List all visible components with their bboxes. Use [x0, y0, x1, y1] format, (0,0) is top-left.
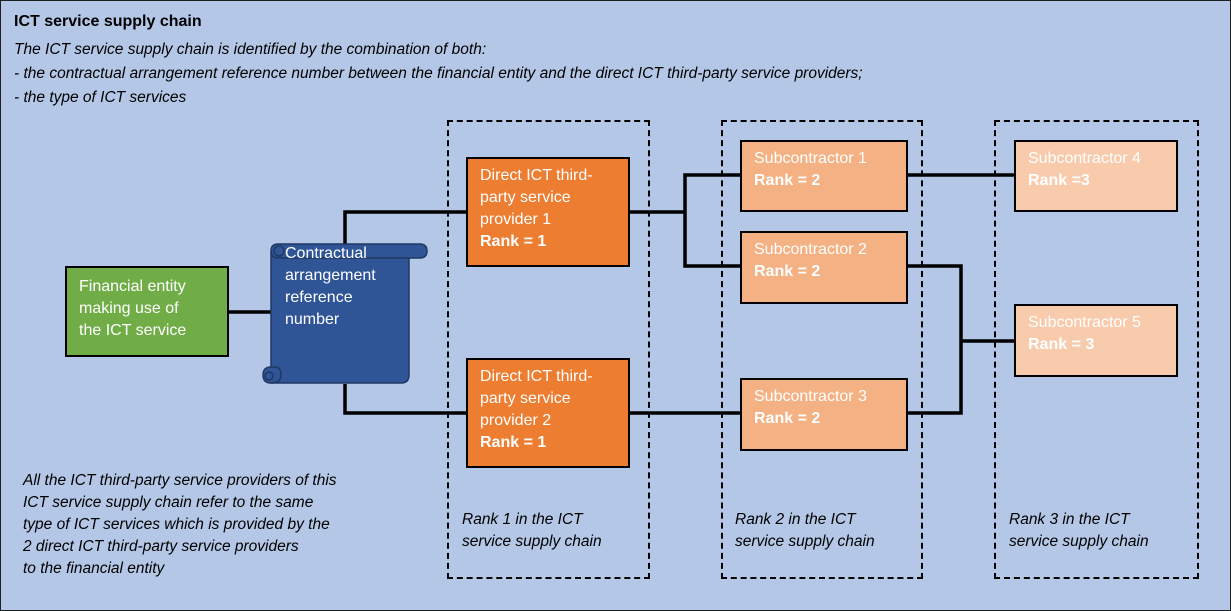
contract-scroll-icon — [262, 243, 428, 384]
subcontractor-3-box: Subcontractor 3 Rank = 2 — [740, 378, 908, 451]
subcontractor-4-box: Subcontractor 4 Rank =3 — [1014, 140, 1178, 212]
financial-entity-box: Financial entity making use of the ICT s… — [65, 266, 229, 357]
connector-p1-sub1-sub2 — [629, 173, 741, 268]
contract-text-line: arrangement — [285, 267, 376, 284]
intro-line: The ICT service supply chain is identifi… — [14, 41, 487, 58]
provider-line: Direct ICT third- — [480, 368, 593, 385]
financial-entity-line: Financial entity — [79, 278, 186, 295]
direct-provider-1-box: Direct ICT third- party service provider… — [466, 157, 630, 267]
subcontractor-name: Subcontractor 2 — [754, 241, 867, 258]
rank-label-line: service supply chain — [735, 533, 875, 550]
rank-label-line: service supply chain — [462, 533, 602, 550]
provider-line: Direct ICT third- — [480, 167, 593, 184]
footnote-line: 2 direct ICT third-party service provide… — [23, 538, 299, 555]
diagram-title: ICT service supply chain — [14, 13, 202, 30]
rank3-label: Rank 3 in the ICT service supply chain — [1009, 509, 1149, 553]
contract-text-line: reference — [285, 289, 353, 306]
subcontractor-rank: Rank = 2 — [754, 172, 821, 189]
subcontractor-1-box: Subcontractor 1 Rank = 2 — [740, 140, 908, 212]
contract-text-line: Contractual — [285, 245, 367, 262]
rank1-label: Rank 1 in the ICT service supply chain — [462, 509, 602, 553]
rank-label-line: Rank 1 in the ICT — [462, 511, 583, 528]
subcontractor-2-box: Subcontractor 2 Rank = 2 — [740, 231, 908, 304]
rank-label-line: service supply chain — [1009, 533, 1149, 550]
rank-label-line: Rank 2 in the ICT — [735, 511, 856, 528]
footnote-line: ICT service supply chain refer to the sa… — [23, 494, 314, 511]
provider-rank: Rank = 1 — [480, 233, 547, 250]
provider-line: provider 2 — [480, 412, 552, 429]
rank2-container — [721, 120, 923, 579]
subcontractor-name: Subcontractor 3 — [754, 388, 867, 405]
intro-line: - the type of ICT services — [14, 89, 187, 106]
rank-label-line: Rank 3 in the ICT — [1009, 511, 1130, 528]
footnote: All the ICT third-party service provider… — [23, 470, 337, 580]
contract-text-line: number — [285, 311, 340, 328]
subcontractor-name: Subcontractor 4 — [1028, 150, 1141, 167]
provider-line: party service — [480, 390, 571, 407]
direct-provider-2-box: Direct ICT third- party service provider… — [466, 358, 630, 468]
subcontractor-rank: Rank = 2 — [754, 410, 821, 427]
rank2-label: Rank 2 in the ICT service supply chain — [735, 509, 875, 553]
provider-rank: Rank = 1 — [480, 434, 547, 451]
connector-contract-p1 — [343, 210, 467, 245]
subcontractor-rank: Rank = 2 — [754, 263, 821, 280]
subcontractor-rank: Rank =3 — [1028, 172, 1090, 189]
subcontractor-5-box: Subcontractor 5 Rank = 3 — [1014, 304, 1178, 377]
footnote-line: type of ICT services which is provided b… — [23, 516, 330, 533]
rank3-container — [994, 120, 1199, 579]
subcontractor-name: Subcontractor 5 — [1028, 314, 1141, 331]
footnote-line: All the ICT third-party service provider… — [23, 472, 337, 489]
provider-line: provider 1 — [480, 211, 552, 228]
rank1-container — [447, 120, 650, 579]
footnote-line: to the financial entity — [23, 560, 165, 577]
connector-sub2-sub3-sub5 — [907, 264, 1015, 415]
subcontractor-rank: Rank = 3 — [1028, 336, 1095, 353]
financial-entity-line: the ICT service — [79, 322, 187, 339]
provider-line: party service — [480, 189, 571, 206]
intro-line: - the contractual arrangement reference … — [14, 65, 863, 82]
subcontractor-name: Subcontractor 1 — [754, 150, 867, 167]
financial-entity-line: making use of — [79, 300, 179, 317]
connector-contract-p2 — [343, 384, 467, 415]
contract-label: Contractual arrangement reference number — [285, 243, 410, 331]
